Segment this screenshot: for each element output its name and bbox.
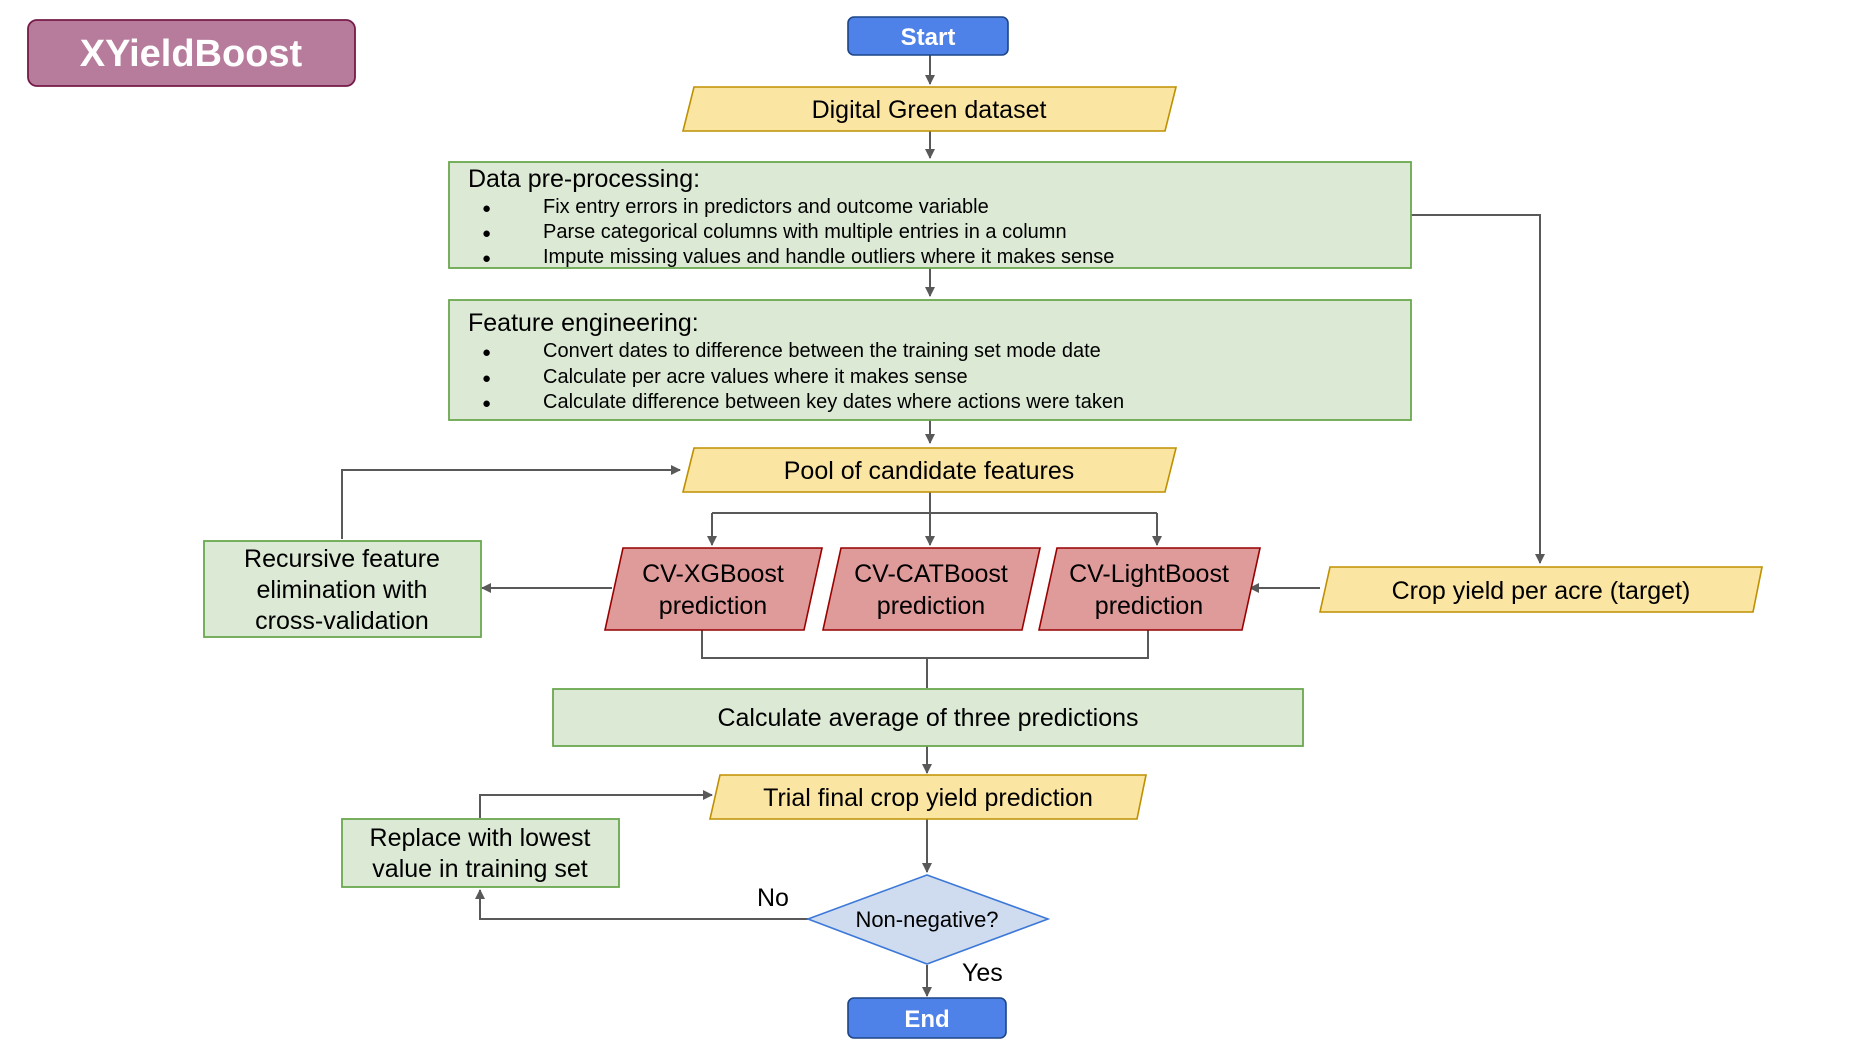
rfe-label-line: cross-validation xyxy=(255,607,429,635)
catboost-label-line: prediction xyxy=(877,592,985,620)
edge-decision-replace xyxy=(475,889,808,920)
title-badge: XYieldBoost xyxy=(27,19,356,87)
decision-label: Non-negative? xyxy=(855,907,998,932)
dataset-label: Digital Green dataset xyxy=(812,96,1047,124)
preprocessing-heading: Data pre-processing: xyxy=(468,165,700,193)
average-node: Calculate average of three predictions xyxy=(552,688,1304,747)
pool-node: Pool of candidate features xyxy=(681,447,1178,493)
edge-merge-bar xyxy=(701,630,1149,659)
bullet-icon: ● xyxy=(482,250,491,267)
no-label: No xyxy=(757,884,789,912)
pool-label: Pool of candidate features xyxy=(784,457,1074,485)
edge-preprocessing-target xyxy=(1411,214,1545,564)
preprocessing-node: Data pre-processing: ● Fix entry errors … xyxy=(448,161,1412,269)
preprocessing-bullet: Parse categorical columns with multiple … xyxy=(543,221,1067,243)
trial-node: Trial final crop yield prediction xyxy=(708,774,1147,820)
catboost-label-line: CV-CATBoost xyxy=(854,560,1008,588)
title-text: XYieldBoost xyxy=(80,33,303,75)
xgboost-node: CV-XGBoost prediction xyxy=(604,547,823,631)
bullet-icon: ● xyxy=(482,344,491,361)
bullet-icon: ● xyxy=(482,370,491,387)
dataset-node: Digital Green dataset xyxy=(681,86,1178,132)
lightboost-label-line: CV-LightBoost xyxy=(1069,560,1229,588)
catboost-node: CV-CATBoost prediction xyxy=(822,547,1041,631)
trial-label: Trial final crop yield prediction xyxy=(763,784,1093,812)
end-node: End xyxy=(847,997,1007,1039)
decision-node: Non-negative? xyxy=(805,874,1051,965)
start-label: Start xyxy=(901,24,956,51)
feature-engineering-bullet: Convert dates to difference between the … xyxy=(543,340,1101,362)
rfe-node: Recursive feature elimination with cross… xyxy=(203,540,482,638)
end-label: End xyxy=(904,1006,949,1033)
feature-engineering-heading: Feature engineering: xyxy=(468,309,699,337)
xgboost-label-line: CV-XGBoost xyxy=(642,560,784,588)
feature-engineering-bullet: Calculate per acre values where it makes… xyxy=(543,366,968,388)
lightboost-label-line: prediction xyxy=(1095,592,1203,620)
rfe-label-line: Recursive feature xyxy=(244,545,440,573)
start-node: Start xyxy=(847,16,1009,56)
feature-engineering-bullet: Calculate difference between key dates w… xyxy=(543,391,1124,413)
replace-label-line: value in training set xyxy=(372,855,587,883)
feature-engineering-node: Feature engineering: ● Convert dates to … xyxy=(448,299,1412,421)
bullet-icon: ● xyxy=(482,225,491,242)
bullet-icon: ● xyxy=(482,200,491,217)
preprocessing-bullet: Fix entry errors in predictors and outco… xyxy=(543,196,989,218)
edge-replace-trial xyxy=(479,790,713,818)
average-label: Calculate average of three predictions xyxy=(717,704,1138,732)
replace-node: Replace with lowest value in training se… xyxy=(341,818,620,888)
xgboost-label-line: prediction xyxy=(659,592,767,620)
preprocessing-bullet: Impute missing values and handle outlier… xyxy=(543,246,1114,268)
target-node: Crop yield per acre (target) xyxy=(1319,566,1763,613)
bullet-icon: ● xyxy=(482,395,491,412)
yes-label: Yes xyxy=(962,959,1003,987)
rfe-label-line: elimination with xyxy=(257,576,428,604)
lightboost-node: CV-LightBoost prediction xyxy=(1038,547,1261,631)
replace-label-line: Replace with lowest xyxy=(370,824,591,852)
connectors xyxy=(341,55,1545,997)
target-label: Crop yield per acre (target) xyxy=(1392,577,1691,605)
edge-rfe-pool xyxy=(341,465,681,539)
